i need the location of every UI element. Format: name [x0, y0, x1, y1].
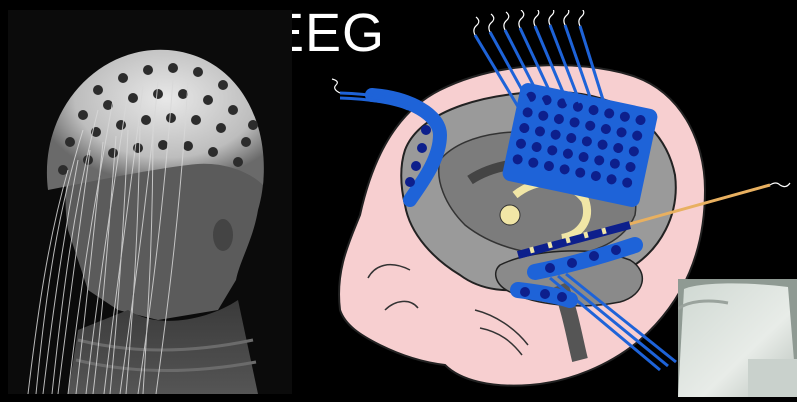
partial-device-graphic: [678, 279, 797, 397]
eeg-cap-photo-graphic: [8, 10, 292, 394]
eeg-cap-photo: [8, 10, 292, 394]
partial-device-photo: [678, 279, 797, 397]
